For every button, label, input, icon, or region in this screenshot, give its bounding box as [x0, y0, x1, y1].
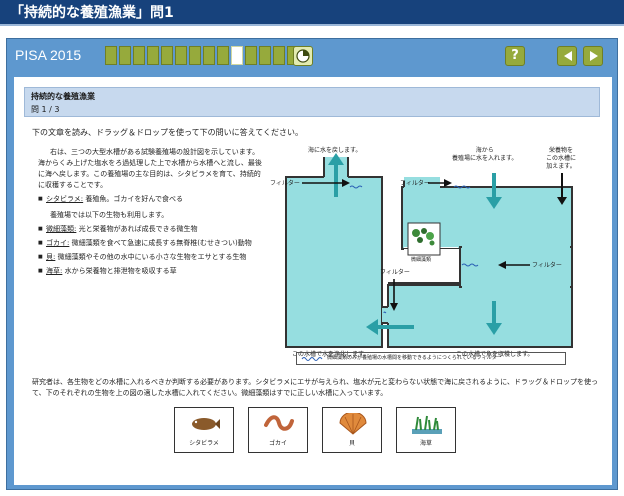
progress-segment — [119, 46, 131, 65]
label-from-sea: 海から 養殖場に水を入れます。 — [452, 147, 518, 162]
progress-bar — [105, 46, 299, 65]
term: 貝: — [46, 253, 56, 261]
card-label: ゴカイ — [268, 440, 287, 447]
label-algae: 微細藻類 — [411, 257, 432, 263]
ragworm-icon — [264, 415, 294, 431]
help-label: ? — [511, 48, 519, 63]
passage: 右は、三つの大型水槽がある試験養殖場の設計図を示しています。海からくみ上げた塩水… — [38, 147, 266, 277]
label-filter-1: フィルター — [270, 180, 300, 187]
card-label: シタビラメ — [189, 440, 219, 447]
question-header: 持続的な養殖漁業 問 1 / 3 — [24, 87, 600, 117]
progress-segment — [273, 46, 285, 65]
label-filter-2: フィルター — [400, 180, 430, 187]
list-item: シタビラメ: 養殖魚。ゴカイを好んで食べる — [38, 194, 266, 205]
progress-segment — [133, 46, 145, 65]
definition: 微細藻類を食べて急速に成長する無脊椎(むせきつい)動物 — [69, 239, 252, 247]
page-title: 「持続的な養殖漁業」問1 — [0, 0, 624, 26]
list-item: 海草: 水から栄養物と排泄物を吸収する草 — [38, 266, 266, 277]
draggable-cards: シタビラメ ゴカイ 貝 — [174, 407, 456, 453]
card-label: 貝 — [348, 440, 355, 447]
sole-fish-icon — [192, 418, 220, 430]
label-filter-4: フィルター — [380, 269, 410, 276]
term: 微細藻類: — [46, 225, 77, 233]
flow-arrows — [328, 153, 502, 335]
pointer-arrows — [302, 173, 567, 311]
card-sole[interactable]: シタビラメ — [174, 407, 234, 453]
passage-middle: 養殖場では以下の生物も利用します。 — [50, 211, 169, 219]
progress-segment — [175, 46, 187, 65]
legend-text: 微細藻類のみが養殖場の水槽間を移動できるようにつくられているフィルター — [327, 355, 502, 361]
progress-segment — [245, 46, 257, 65]
toolbar: PISA 2015 ? — [7, 39, 617, 75]
term: 海草: — [46, 267, 63, 275]
definition: 養殖魚。ゴカイを好んで食べる — [83, 195, 184, 203]
definition: 微細藻類やその他の水中にいる小さな生物をエサとする生物 — [55, 253, 247, 261]
card-seagrass[interactable]: 海草 — [396, 407, 456, 453]
instruction-text: 下の文章を読み、ドラッグ＆ドロップを使って下の問いに答えてください。 — [32, 128, 303, 137]
progress-segment — [161, 46, 173, 65]
definition: 光と栄養物があれば成長できる微生物 — [76, 225, 198, 233]
filter-mesh — [349, 185, 479, 314]
label-filter-3: フィルター — [532, 262, 562, 269]
label-tank-right: この水槽で魚を収穫します。 — [456, 351, 534, 358]
next-arrow-icon[interactable] — [583, 46, 603, 66]
term: ゴカイ: — [46, 239, 70, 247]
list-item: 微細藻類: 光と栄養物があれば成長できる微生物 — [38, 224, 266, 235]
filter-legend: 微細藻類のみが養殖場の水槽間を移動できるようにつくられているフィルター — [296, 352, 566, 365]
clock-icon[interactable] — [293, 46, 313, 66]
label-tank-left: この水槽で水を浄化します。 — [292, 351, 370, 358]
card-label: 海草 — [419, 440, 432, 447]
pisa-frame: PISA 2015 ? 持続的な養殖漁業 問 1 / 3 下の文章を読み、ドラッ… — [6, 38, 618, 490]
prev-arrow-icon[interactable] — [557, 46, 577, 66]
algae-tile[interactable] — [407, 222, 441, 256]
shell-icon — [339, 413, 367, 435]
progress-segment — [259, 46, 271, 65]
term: シタビラメ: — [46, 195, 84, 203]
list-item: 貝: 微細藻類やその他の水中にいる小さな生物をエサとする生物 — [38, 252, 266, 263]
list-item: ゴカイ: 微細藻類を食べて急速に成長する無脊椎(むせきつい)動物 — [38, 238, 266, 249]
question-title: 持続的な養殖漁業 — [31, 92, 95, 101]
progress-segment — [217, 46, 229, 65]
progress-segment — [147, 46, 159, 65]
progress-segment — [231, 46, 243, 65]
card-ragworm[interactable]: ゴカイ — [248, 407, 308, 453]
definition: 水から栄養物と排泄物を吸収する草 — [62, 267, 177, 275]
content-panel: 持続的な養殖漁業 問 1 / 3 下の文章を読み、ドラッグ＆ドロップを使って下の… — [14, 77, 612, 485]
card-shell[interactable]: 貝 — [322, 407, 382, 453]
progress-segment — [189, 46, 201, 65]
passage-intro: 右は、三つの大型水槽がある試験養殖場の設計図を示しています。海からくみ上げた塩水… — [38, 148, 262, 189]
brand-label: PISA 2015 — [15, 47, 82, 63]
researcher-text: 研究者は、各生物をどの水槽に入れるべきか判断する必要があります。シタビラメにエサ… — [32, 378, 598, 397]
tank-right-bottom[interactable] — [382, 284, 573, 348]
question-number: 問 1 / 3 — [31, 105, 60, 114]
progress-segment — [105, 46, 117, 65]
seagrass-icon — [412, 415, 442, 434]
label-return-to-sea: 海に水を戻します。 — [308, 147, 362, 154]
label-nutrients: 栄養物を この水槽に 加えます。 — [546, 147, 577, 170]
help-icon[interactable]: ? — [505, 46, 525, 66]
progress-segment — [203, 46, 215, 65]
aquaculture-diagram: 海に水を戻します。 海から 養殖場に水を入れます。 栄養物を この水槽に 加えま… — [264, 137, 584, 365]
